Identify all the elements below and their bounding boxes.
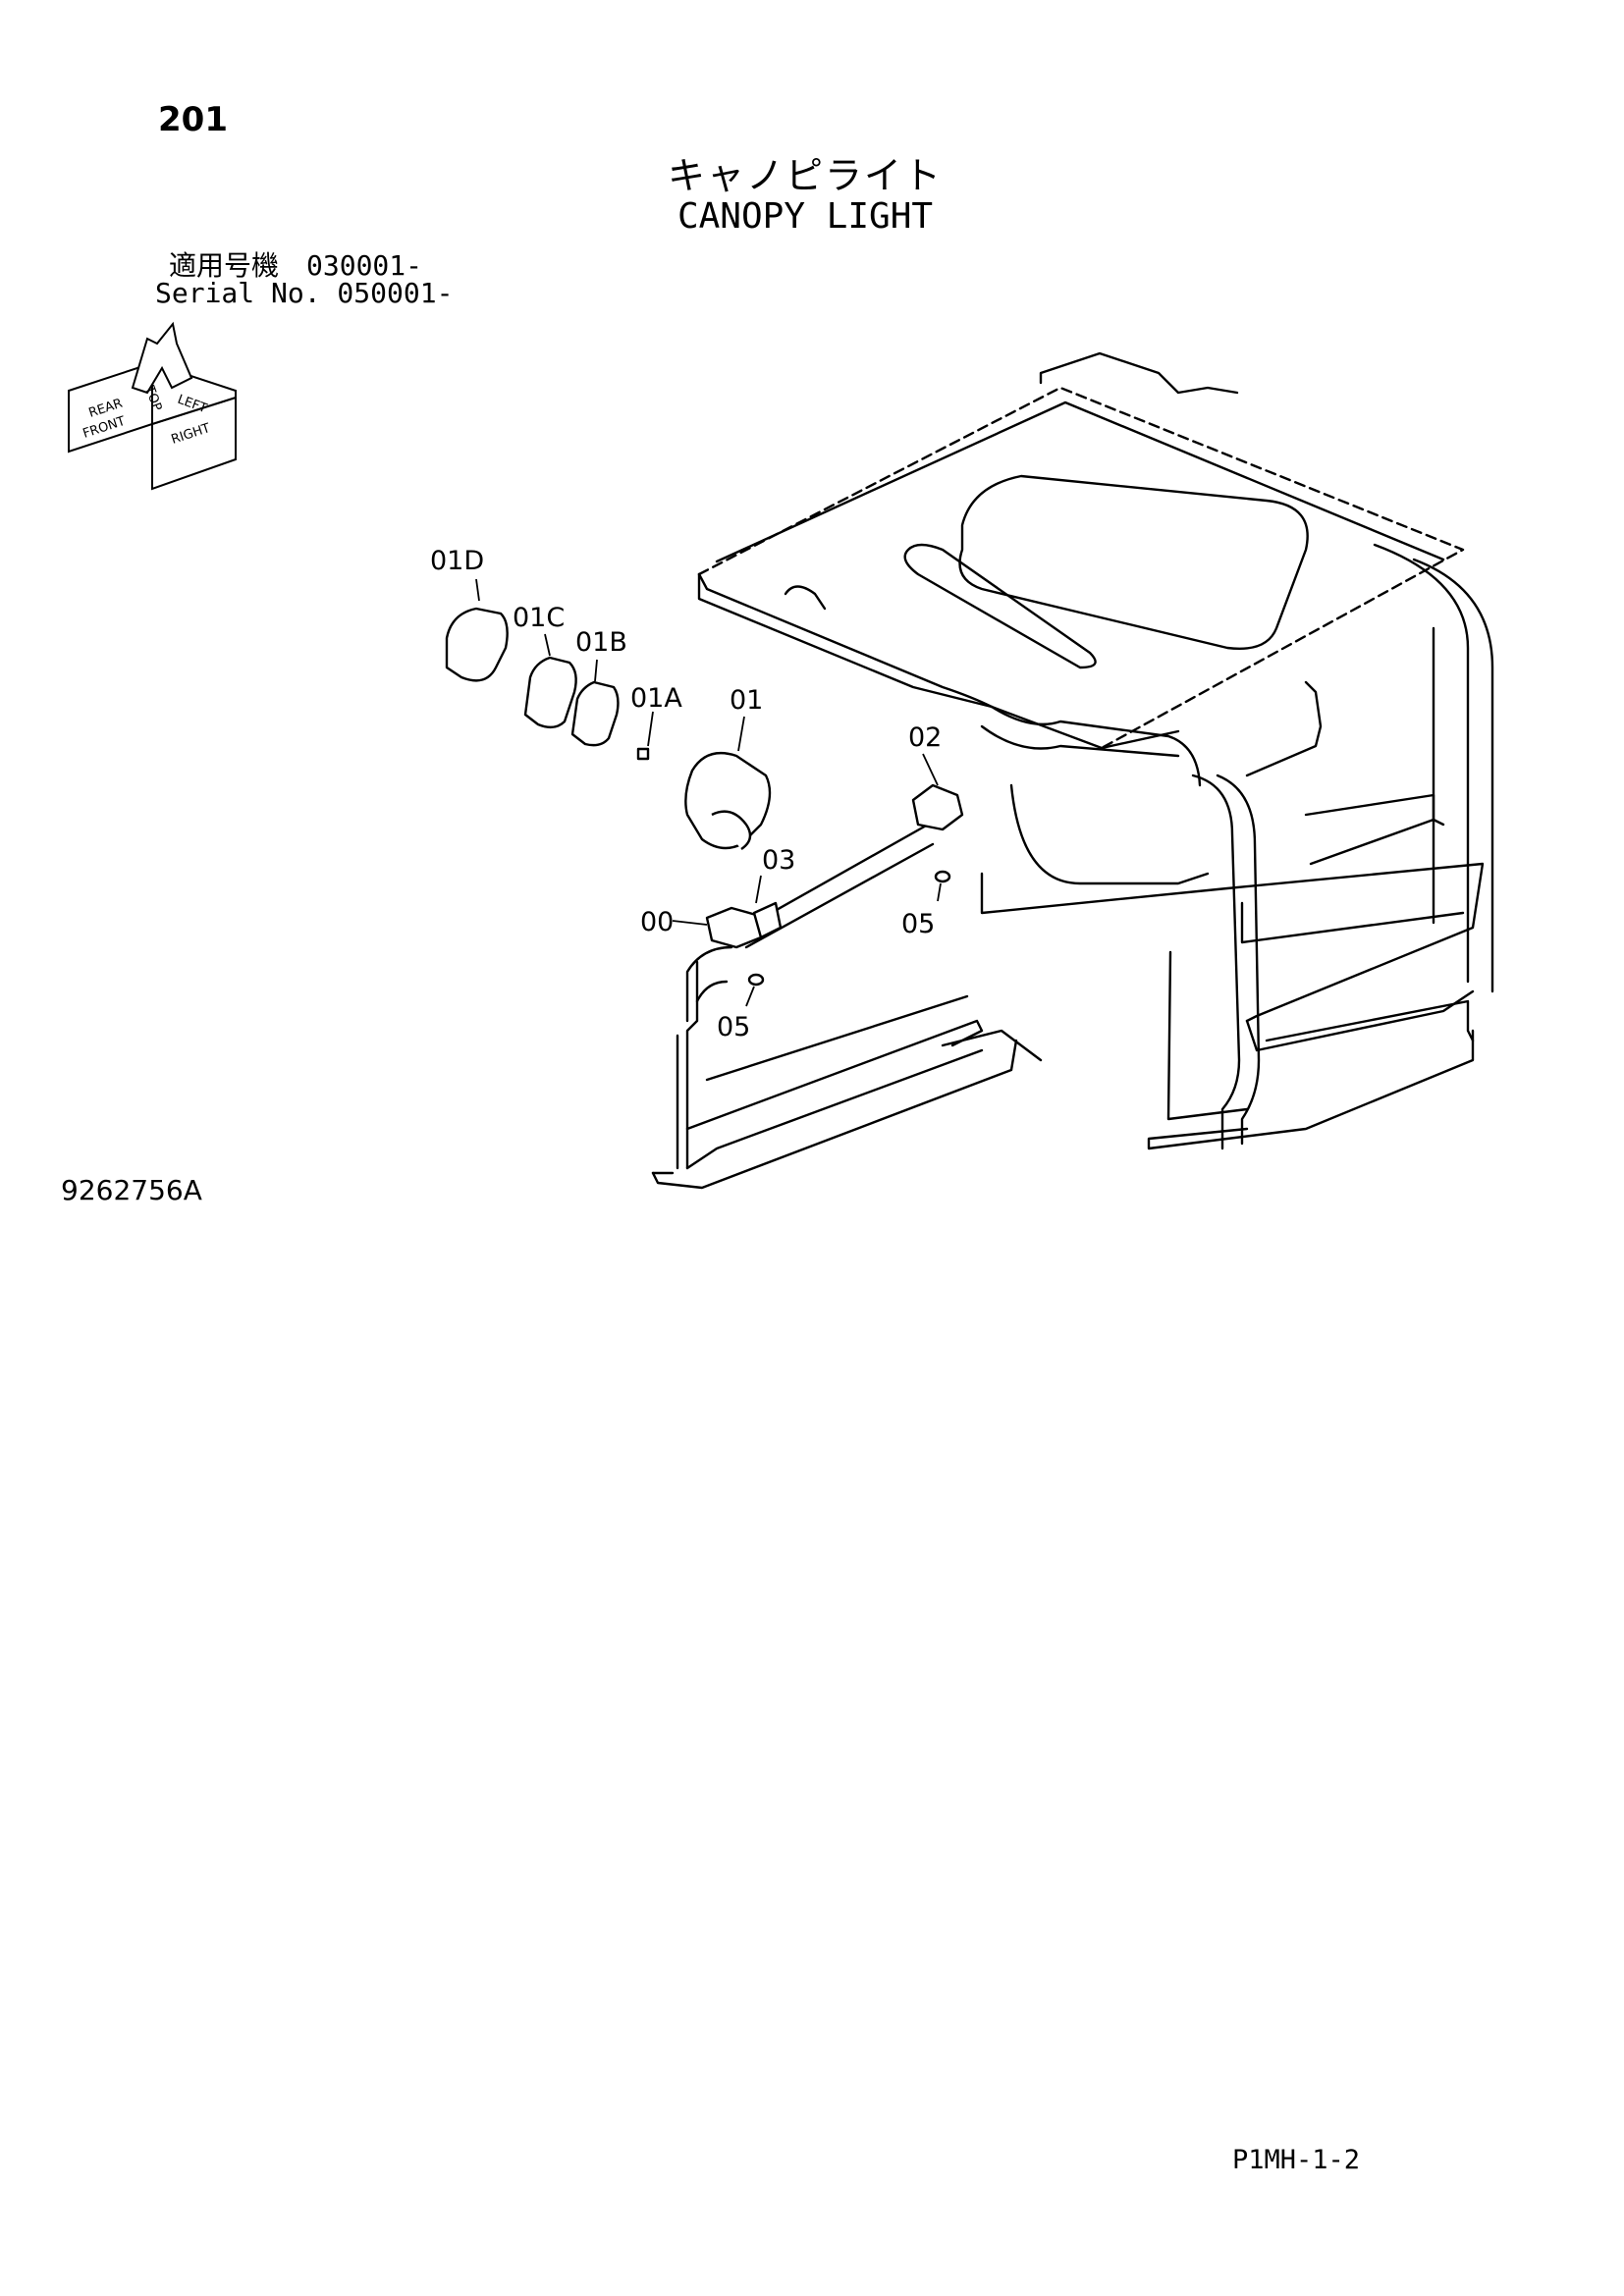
drawing-number: 9262756A bbox=[61, 1174, 202, 1206]
part-label-01A: 01A bbox=[630, 683, 682, 714]
serial-range: Serial No. 050001- bbox=[155, 277, 454, 309]
page-title-japanese: キャノピライト bbox=[667, 154, 943, 197]
serial-range-japanese: 適用号機 030001- bbox=[169, 249, 423, 282]
page-number: 201 bbox=[158, 100, 228, 139]
page-title: CANOPY LIGHT bbox=[677, 196, 934, 237]
part-label-05-right: 05 bbox=[901, 909, 935, 939]
part-label-00: 00 bbox=[640, 907, 674, 937]
page-code: P1MH-1-2 bbox=[1232, 2145, 1361, 2175]
part-label-02: 02 bbox=[908, 722, 942, 753]
work-light-assembly bbox=[445, 607, 964, 987]
canopy-frame-drawing bbox=[651, 351, 1494, 1190]
leader-lines bbox=[475, 578, 942, 1007]
part-label-01B: 01B bbox=[575, 627, 627, 658]
orientation-icon: REAR TOP LEFT FRONT RIGHT bbox=[68, 321, 237, 491]
part-label-01D: 01D bbox=[430, 546, 484, 576]
part-label-01C: 01C bbox=[513, 603, 565, 633]
part-label-01: 01 bbox=[730, 685, 763, 716]
part-label-05-left: 05 bbox=[717, 1012, 750, 1042]
part-label-03: 03 bbox=[762, 845, 795, 876]
